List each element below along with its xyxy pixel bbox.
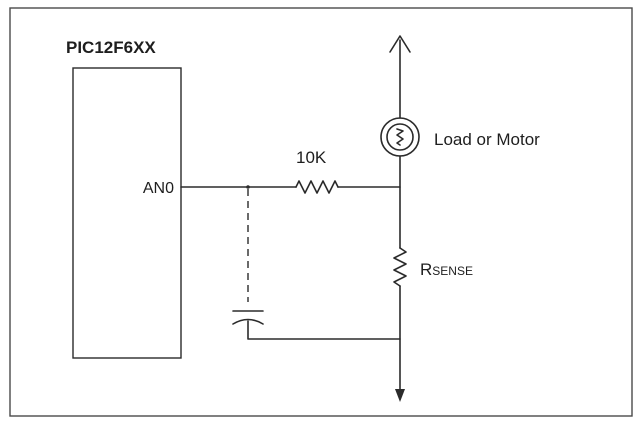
diagram-frame: [9, 7, 633, 417]
junction-node: [246, 185, 250, 189]
sense-resistor: [393, 247, 407, 287]
resistor-10k: [295, 180, 339, 194]
chip-title: PIC12F6XX: [66, 38, 156, 57]
wire-capacitor-to-ground: [247, 320, 401, 340]
sense-resistor-label: RSENSE: [420, 260, 473, 279]
load-winding-icon: [396, 128, 404, 146]
arrow-up-icon: [389, 35, 411, 53]
load-label: Load or Motor: [434, 130, 540, 149]
capacitor-plate-bottom: [232, 318, 264, 325]
load-inner-ring: [386, 123, 414, 151]
arrow-down-icon: [395, 389, 405, 402]
pin-label-an0: AN0: [143, 180, 174, 197]
microcontroller-chip: [72, 67, 182, 359]
resistor-10k-label: 10K: [296, 148, 327, 167]
